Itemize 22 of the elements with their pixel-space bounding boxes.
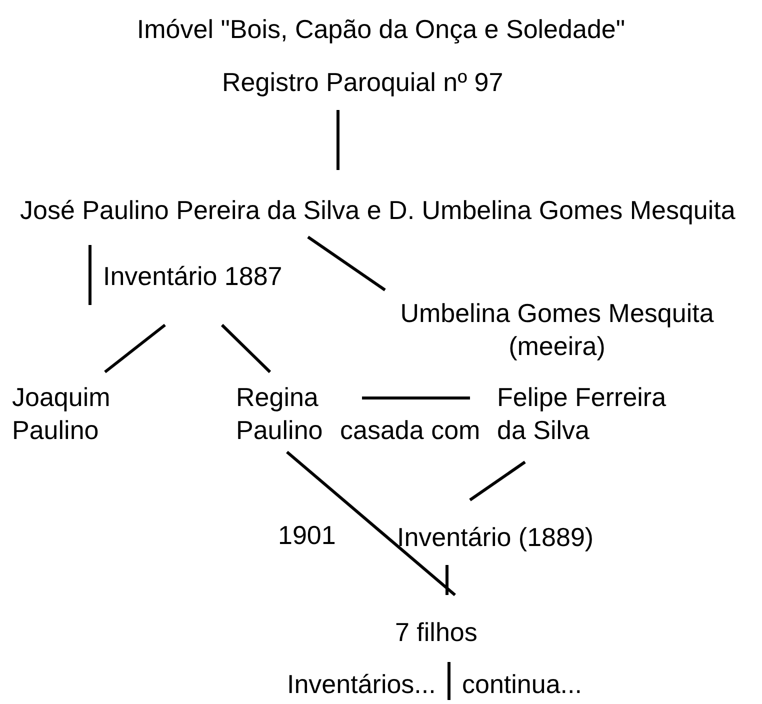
node-text: continua...	[462, 669, 582, 699]
node-text: Inventários...	[287, 669, 436, 699]
connector-line	[307, 236, 386, 292]
connector-line	[220, 324, 272, 374]
connector-line	[286, 450, 456, 596]
node-text: Inventário 1887	[103, 261, 282, 291]
connector-line	[104, 324, 166, 374]
connector-line	[446, 565, 448, 595]
connector-line	[469, 460, 526, 502]
connector-line	[362, 396, 470, 400]
node-text: Umbelina Gomes Mesquita (meeira)	[400, 298, 714, 361]
node-text: Felipe Ferreira da Silva	[497, 382, 666, 445]
node-text: Inventário (1889)	[397, 522, 594, 552]
node-text: Regina Paulino	[236, 382, 323, 445]
node-text: Joaquim Paulino	[12, 382, 110, 445]
title: Imóvel "Bois, Capão da Onça e Soledade"	[136, 14, 626, 45]
connector-line	[88, 245, 92, 305]
node-text: José Paulino Pereira da Silva e D. Umbelina Gomes Mesquita	[20, 195, 736, 225]
connector-line	[336, 110, 340, 170]
node-text: 7 filhos	[395, 617, 478, 647]
node-text: Registro Paroquial nº 97	[222, 67, 504, 97]
connector-line	[448, 662, 450, 700]
